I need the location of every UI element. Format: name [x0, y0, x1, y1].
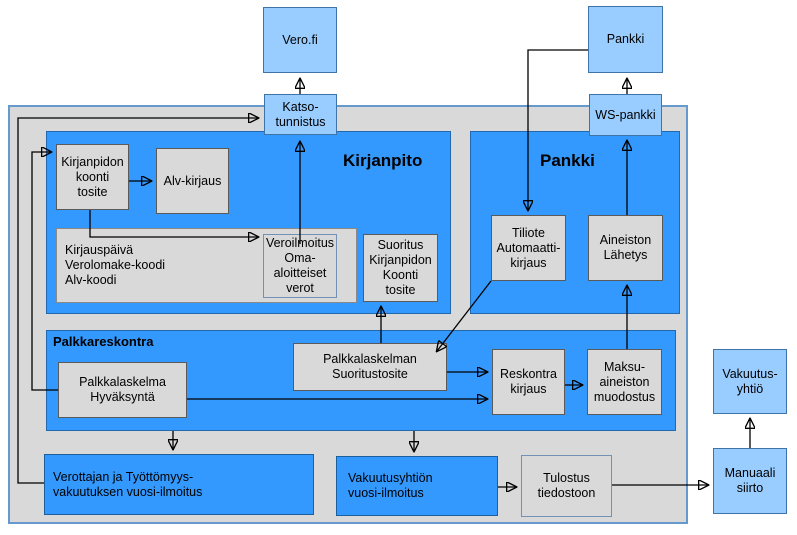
node-alv-kirjaus: Alv-kirjaus	[156, 148, 229, 214]
node-kirjanpidon-koonti-tosite: Kirjanpidon koonti tosite	[56, 144, 129, 210]
node-palkkalaskelman-suoritustosite: Palkkalaskelman Suoritustosite	[293, 343, 447, 391]
node-vero-fi: Vero.fi	[263, 7, 337, 73]
node-manuaali-siirto: Manuaali siirto	[713, 448, 787, 514]
node-veroilmoitus: Veroilmoitus Oma-aloitteiset verot	[263, 234, 337, 298]
node-maksu-aineiston-muodostus: Maksu- aineiston muodostus	[587, 349, 662, 415]
node-vakuutusyhtion-vuosi-ilmoitus: Vakuutusyhtiön vuosi-ilmoitus	[336, 456, 498, 516]
node-reskontra-kirjaus: Reskontra kirjaus	[492, 349, 565, 415]
node-aineiston-lahetys: Aineiston Lähetys	[588, 215, 663, 281]
node-pankki-external: Pankki	[588, 6, 663, 73]
node-ws-pankki: WS-pankki	[589, 94, 662, 136]
section-title-palkkareskontra: Palkkareskontra	[53, 334, 154, 349]
node-vakuutus-yhtio: Vakuutus- yhtiö	[713, 349, 787, 414]
section-title-kirjanpito: Kirjanpito	[343, 151, 423, 170]
node-suoritus-kirjanpidon-koonti-tosite: Suoritus Kirjanpidon Koonti tosite	[363, 234, 438, 302]
node-palkkalaskelma-hyvaksynta: Palkkalaskelma Hyväksyntä	[58, 362, 187, 418]
node-katso-tunnistus: Katso- tunnistus	[264, 94, 337, 135]
node-tiliote-automaattikirjaus: Tiliote Automaatti- kirjaus	[491, 215, 566, 281]
node-tulostus-tiedostoon: Tulostus tiedostoon	[521, 455, 612, 517]
node-verottajan-vuosi-ilmoitus: Verottajan ja Työttömyys- vakuutuksen vu…	[44, 454, 314, 515]
section-title-pankki: Pankki	[540, 151, 595, 170]
